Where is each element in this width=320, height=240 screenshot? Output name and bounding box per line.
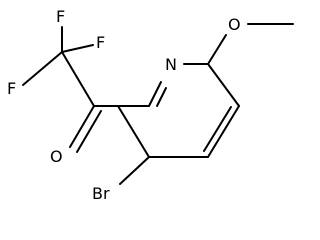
atom-f-left: F — [7, 79, 16, 98]
atom-o-methoxy: O — [228, 15, 241, 34]
atom-f-right: F — [96, 33, 105, 52]
structure-diagram: F F F O N O Br — [7, 7, 294, 203]
bond-c2-n1 — [148, 81, 162, 107]
atom-o-carbonyl: O — [50, 147, 63, 166]
bond-c-f-left — [22, 51, 63, 86]
bond-c2-n1-inner — [156, 87, 167, 107]
atom-br: Br — [92, 184, 110, 203]
bond-c5-c4 — [207, 105, 240, 158]
bond-c3-c2 — [117, 105, 150, 158]
bond-c6-c5 — [207, 63, 240, 107]
bond-carbonyl-double-2 — [76, 110, 102, 153]
bond-c3-br — [119, 156, 150, 185]
bond-c5-c4-inner — [203, 106, 232, 152]
atom-n-ring: N — [165, 55, 177, 74]
atom-f-top: F — [56, 7, 65, 26]
bond-c-f-right — [61, 44, 94, 53]
bond-c6-o — [207, 34, 227, 65]
bond-carbonyl-double-1 — [69, 105, 95, 148]
bond-cf3-carbonyl — [61, 51, 95, 107]
